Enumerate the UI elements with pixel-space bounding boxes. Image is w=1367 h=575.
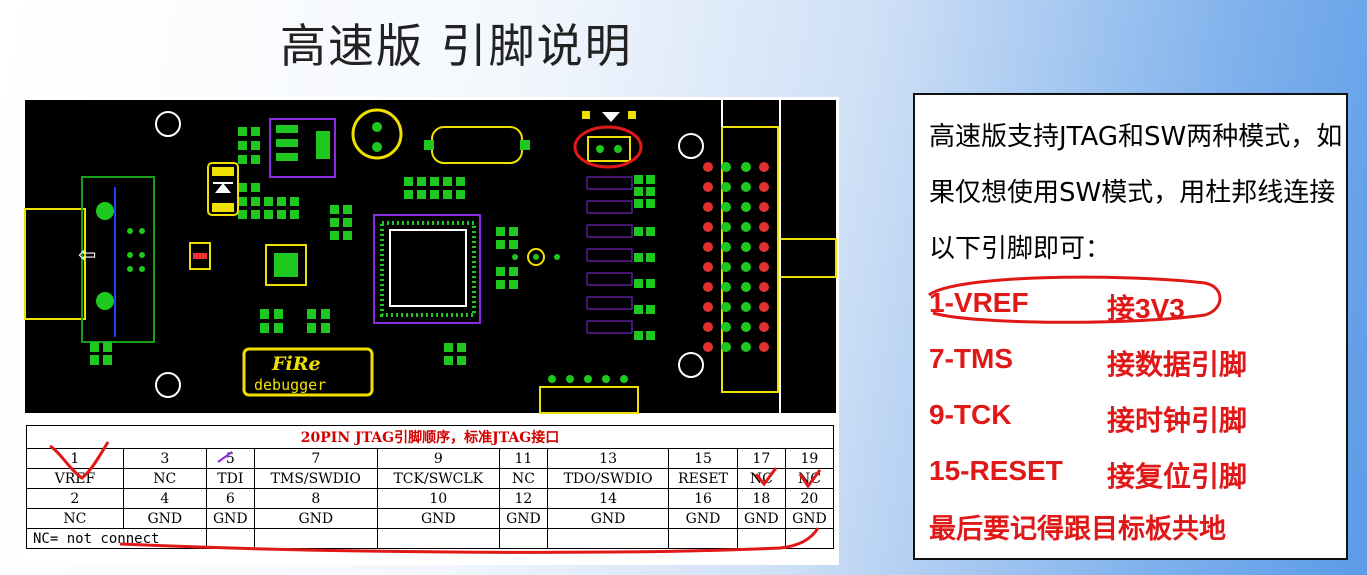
table-row-odd-names: VREF NC TDI TMS/SWDIO TCK/SWCLK NC TDO/S…	[26, 468, 835, 489]
pin-label: 1-VREF	[929, 287, 1029, 318]
description-panel: 高速版支持JTAG和SW两种模式，如果仅想使用SW模式，用杜邦线连接以下引脚即可…	[913, 93, 1348, 560]
pin-label: 9-TCK	[929, 399, 1012, 430]
pin-number: 7	[253, 448, 378, 469]
pin-action: 接数据引脚	[1107, 349, 1248, 380]
diode-component	[207, 162, 239, 216]
pin-number: 15	[668, 448, 738, 469]
pin-name: RESET	[668, 468, 738, 489]
mcu-chip	[373, 214, 481, 324]
crystal-component	[424, 126, 530, 164]
annotation-circle	[573, 125, 643, 169]
table-note: NC= not connect	[26, 528, 207, 549]
usb-connector: ⇦	[24, 176, 155, 365]
page-title: 高速版 引脚说明	[280, 19, 633, 73]
pin-name: NC	[26, 508, 124, 529]
pin-name: GND	[668, 508, 738, 529]
pin-number: 2	[26, 488, 124, 509]
ground-reminder: 最后要记得跟目标板共地	[929, 514, 1226, 545]
pin-number: 19	[784, 448, 835, 469]
smd-pads	[238, 127, 518, 365]
bottom-header	[539, 375, 639, 414]
pin-number: 5	[205, 448, 255, 469]
pin-label: 7-TMS	[929, 343, 1013, 374]
pin-name: TCK/SWCLK	[376, 468, 500, 489]
jtag-pin-table: 20PIN JTAG引脚顺序，标准JTAG接口 1 3 5 7 9 11 13 …	[26, 425, 835, 549]
pin-number: 18	[736, 488, 786, 509]
pin-number: 9	[376, 448, 500, 469]
pin-number: 10	[376, 488, 500, 509]
pin-number: 17	[736, 448, 786, 469]
pin-name: VREF	[26, 468, 124, 489]
buzzer-component	[351, 108, 403, 160]
led-component	[512, 248, 560, 266]
pin-instruction-row: 7-TMS 接数据引脚	[929, 343, 1349, 387]
pin-number: 11	[498, 448, 548, 469]
pin-number: 13	[546, 448, 670, 469]
pin-name: GND	[122, 508, 207, 529]
jtag-header	[703, 100, 837, 413]
table-caption: 20PIN JTAG引脚顺序，标准JTAG接口	[26, 425, 834, 449]
buffer-arrays	[586, 175, 655, 340]
pin-name: GND	[498, 508, 548, 529]
pin-name: NC	[784, 468, 835, 489]
table-row-even-numbers: 2 4 6 8 10 12 14 16 18 20	[26, 488, 835, 509]
pin-number: 16	[668, 488, 738, 509]
table-row-even-names: NC GND GND GND GND GND GND GND GND GND	[26, 508, 835, 529]
pin-number: 6	[205, 488, 255, 509]
pin-number: 3	[122, 448, 207, 469]
pin-action: 接复位引脚	[1107, 461, 1248, 492]
mounting-holes	[155, 111, 704, 398]
pin-name: GND	[376, 508, 500, 529]
pin-label: 15-RESET	[929, 455, 1063, 486]
pcb-drawing: ⇦	[24, 100, 837, 414]
logo-text-fire: FiRe	[271, 353, 321, 375]
pin-name: TMS/SWDIO	[253, 468, 378, 489]
pin-name: TDO/SWDIO	[546, 468, 670, 489]
table-row-odd-numbers: 1 3 5 7 9 11 13 15 17 19	[26, 448, 835, 469]
pin-name: NC	[736, 468, 786, 489]
pin-name: GND	[784, 508, 835, 529]
pin-name: NC	[498, 468, 548, 489]
pin-name: GND	[736, 508, 786, 529]
pin-number: 1	[26, 448, 124, 469]
pin-name: GND	[205, 508, 255, 529]
pin-number: 20	[784, 488, 835, 509]
pin-instruction-row: 15-RESET 接复位引脚	[929, 455, 1349, 499]
pin-name: GND	[546, 508, 670, 529]
description-intro: 高速版支持JTAG和SW两种模式，如果仅想使用SW模式，用杜邦线连接以下引脚即可…	[929, 122, 1343, 264]
pin-name: GND	[253, 508, 378, 529]
highlight-oval	[928, 275, 1222, 324]
pin-name: NC	[122, 468, 207, 489]
pin-number: 4	[122, 488, 207, 509]
pin-name: TDI	[205, 468, 255, 489]
fire-debugger-logo: FiRe debugger	[242, 347, 374, 397]
pin-number: 12	[498, 488, 548, 509]
regulator-ic	[269, 118, 336, 178]
pin-instruction-row: 9-TCK 接时钟引脚	[929, 399, 1349, 443]
pin-action: 接时钟引脚	[1107, 405, 1248, 436]
pin-number: 8	[253, 488, 378, 509]
logo-text-debugger: debugger	[254, 376, 326, 394]
pin-number: 14	[546, 488, 670, 509]
power-led	[582, 111, 636, 162]
usb-icon: ⇦	[78, 243, 96, 268]
small-ic	[189, 242, 307, 286]
